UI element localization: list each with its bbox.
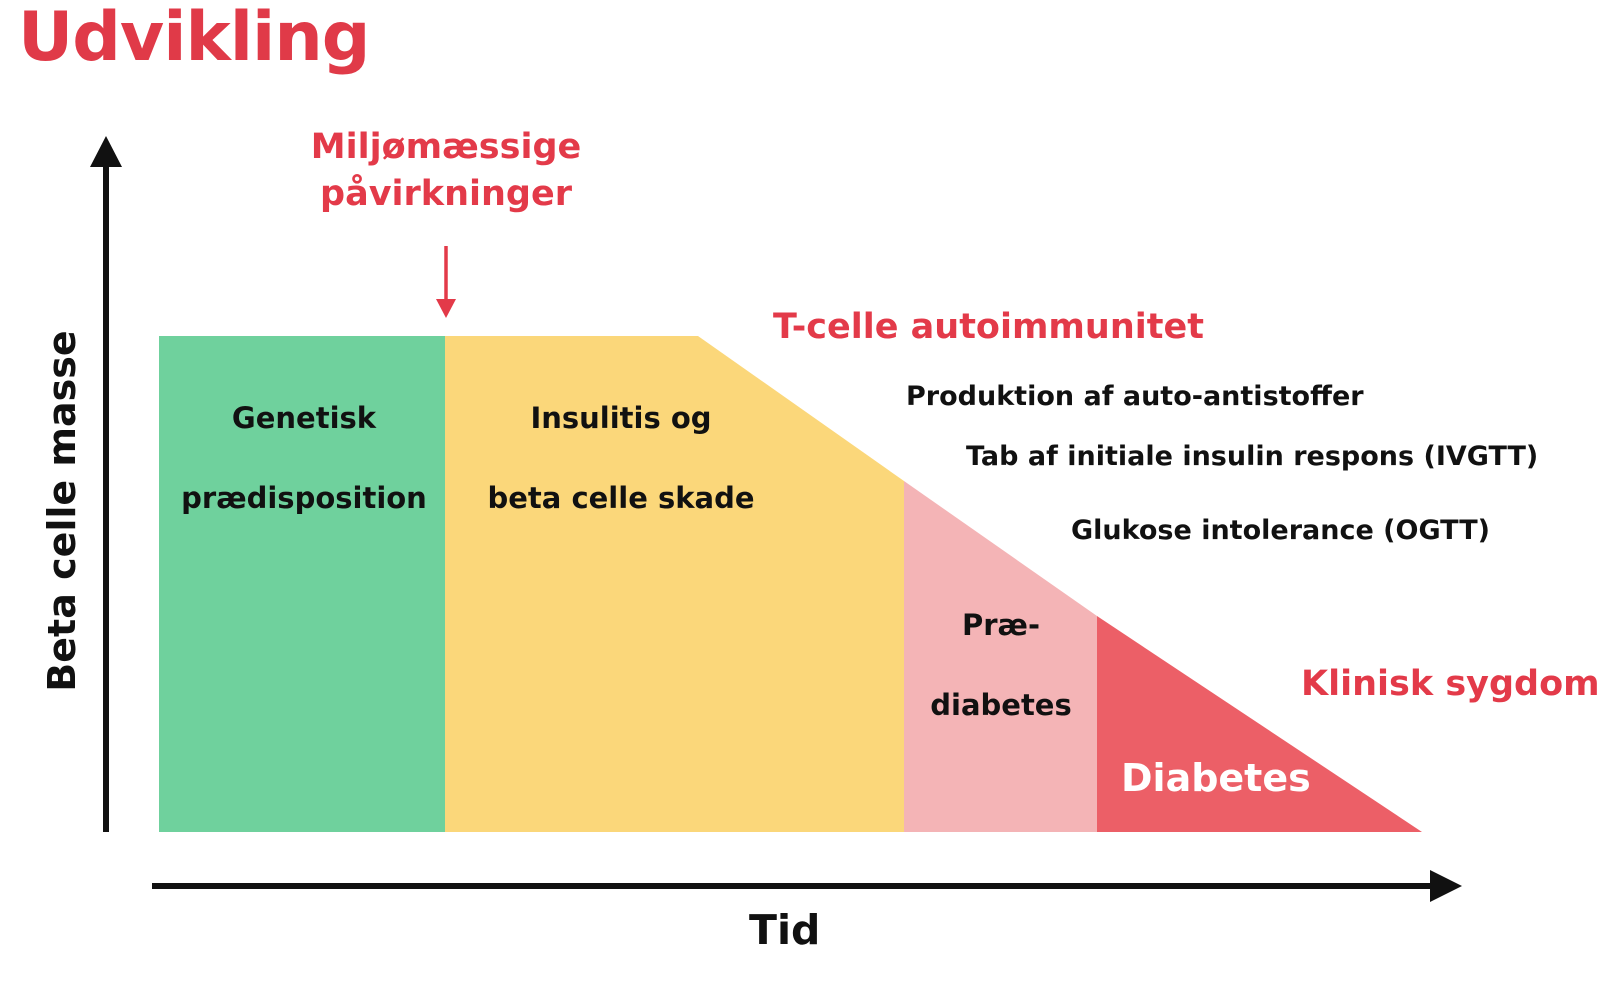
clinical-disease-label: Klinisk sygdom bbox=[1301, 664, 1600, 704]
stage-label-line: diabetes bbox=[930, 688, 1072, 722]
stage-insulitis bbox=[445, 336, 904, 832]
autoantibodies-label: Produktion af auto-antistoffer bbox=[906, 381, 1364, 412]
insulin-response-label: Tab af initiale insulin respons (IVGTT) bbox=[966, 441, 1539, 472]
stage-prediabetes bbox=[904, 481, 1097, 832]
stage-label-insulitis: Insulitis og beta celle skade bbox=[487, 378, 754, 538]
stage-label-diabetes: Diabetes bbox=[1121, 756, 1311, 800]
environment-label-line: påvirkninger bbox=[320, 174, 572, 214]
y-axis-label: Beta celle masse bbox=[40, 330, 84, 692]
stage-label-genetic: Genetisk prædisposition bbox=[181, 378, 427, 538]
y-axis-arrowhead bbox=[90, 136, 122, 167]
stage-label-prediabetes: Præ- diabetes bbox=[930, 585, 1072, 745]
stage-label-line: Præ- bbox=[962, 608, 1040, 642]
x-axis-label: Tid bbox=[749, 906, 821, 954]
stage-diabetes bbox=[1097, 616, 1422, 832]
x-axis-arrowhead bbox=[1430, 870, 1462, 902]
environment-arrow-icon bbox=[436, 299, 456, 318]
stage-label-line: prædisposition bbox=[181, 481, 427, 515]
glucose-intolerance-label: Glukose intolerance (OGTT) bbox=[1071, 515, 1490, 546]
stage-label-line: Genetisk bbox=[231, 401, 377, 435]
page-title: Udvikling bbox=[18, 0, 370, 77]
t-cell-label: T-celle autoimmunitet bbox=[773, 307, 1204, 347]
stage-genetic-predisposition bbox=[159, 336, 445, 832]
stage-label-line: beta celle skade bbox=[487, 481, 755, 515]
environment-label: Miljømæssige påvirkninger bbox=[311, 124, 581, 218]
environment-label-line: Miljømæssige bbox=[310, 127, 582, 167]
stage-label-line: Insulitis og bbox=[530, 401, 712, 435]
